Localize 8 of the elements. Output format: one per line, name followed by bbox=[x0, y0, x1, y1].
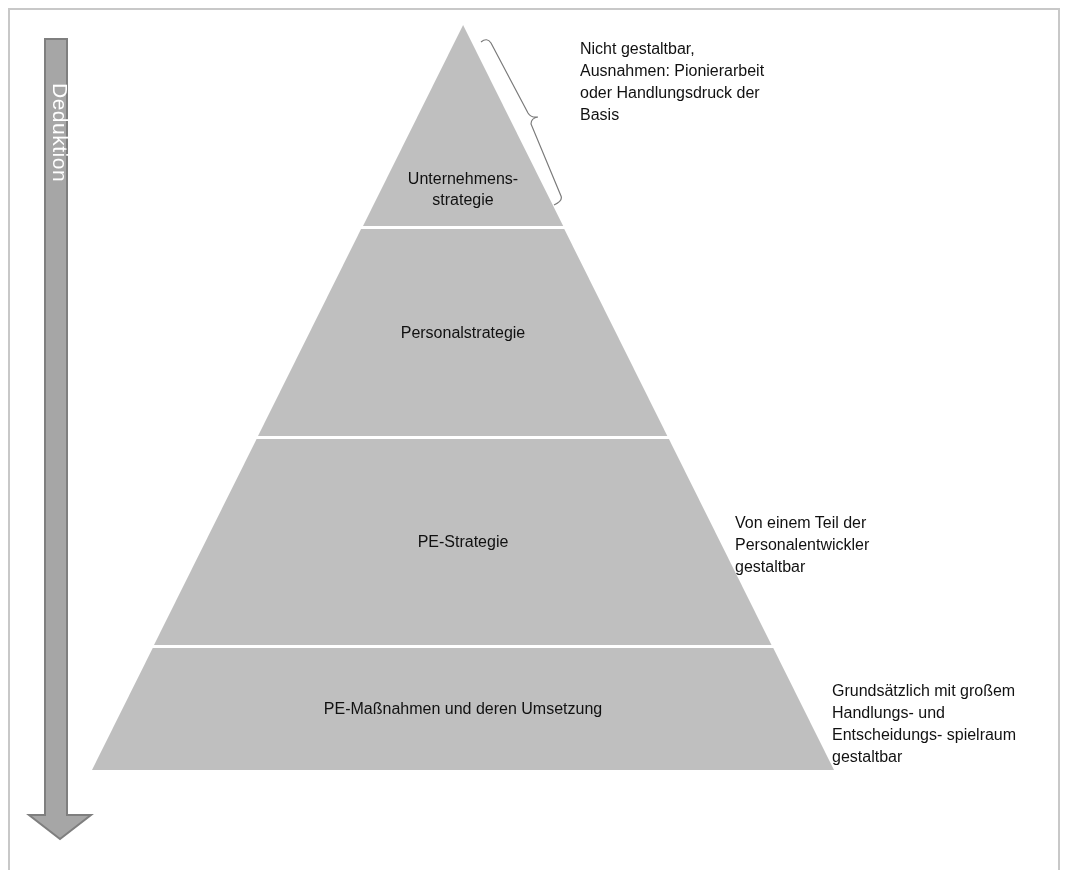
side-note: Grundsätzlich mit großem Handlungs- und Entscheidungs- spielraum gestaltbar bbox=[832, 681, 1018, 767]
side-note: Von einem Teil der Personalentwickler gestaltbar bbox=[735, 513, 871, 577]
layer-label: PE-Strategie bbox=[416, 531, 510, 552]
arrow-label: Deduktion bbox=[48, 83, 72, 183]
layer-label: Unternehmens- strategie bbox=[406, 169, 520, 210]
side-note: Nicht gestaltbar, Ausnahmen: Pionierarbeit oder Handlungsdruck der Basis bbox=[580, 39, 766, 125]
layer-label: Personalstrategie bbox=[399, 322, 527, 343]
layer-label: PE-Maßnahmen und deren Umsetzung bbox=[322, 698, 604, 719]
